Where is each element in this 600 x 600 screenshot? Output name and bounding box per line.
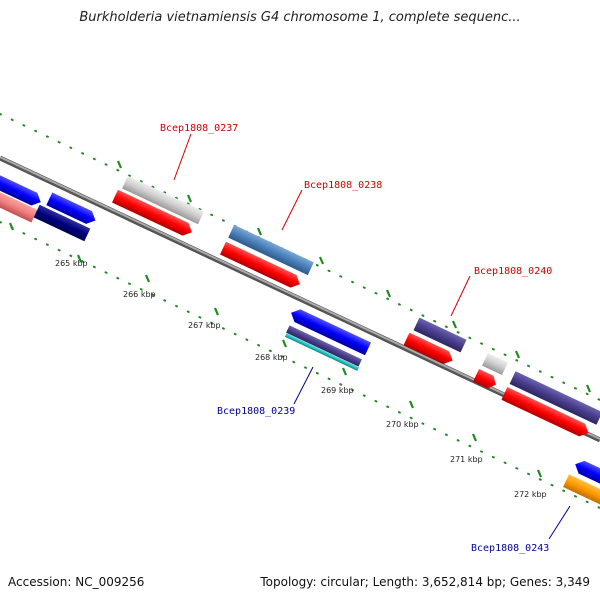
feature-0239-blue bbox=[291, 309, 371, 356]
features-right[interactable] bbox=[403, 317, 600, 510]
gene-label-0240[interactable]: Bcep1808_0240 bbox=[474, 266, 552, 277]
upper-major-ticks bbox=[116, 160, 592, 393]
kbp-label: 269 kbp bbox=[321, 386, 354, 395]
feature-red-small bbox=[473, 368, 496, 389]
kbp-label: 271 kbp bbox=[450, 455, 483, 464]
kbp-labels: 265 kbp 266 kbp 267 kbp 268 kbp 269 kbp … bbox=[55, 259, 547, 499]
feature-blue-left bbox=[0, 163, 41, 206]
map-title: Burkholderia vietnamiensis G4 chromosome… bbox=[79, 10, 521, 25]
gene-label-0239[interactable]: Bcep1808_0239 bbox=[217, 406, 295, 417]
feature-red-right bbox=[501, 387, 589, 437]
feature-0240-purple bbox=[413, 317, 467, 353]
chromosome-backbone bbox=[0, 155, 600, 443]
feature-purple-right bbox=[509, 371, 600, 425]
topology-summary: Topology: circular; Length: 3,652,814 bp… bbox=[260, 575, 590, 589]
kbp-label: 267 kbp bbox=[188, 321, 221, 330]
feature-blue-right bbox=[575, 460, 600, 494]
feature-0238-steel bbox=[228, 224, 314, 276]
gene-label-0237[interactable]: Bcep1808_0237 bbox=[160, 123, 238, 134]
feature-0239-cyan bbox=[284, 333, 360, 371]
feature-blue-small bbox=[46, 192, 96, 224]
feature-0238-red bbox=[220, 241, 300, 288]
kbp-label: 272 kbp bbox=[514, 490, 547, 499]
kbp-label: 266 kbp bbox=[123, 290, 156, 299]
feature-0237-red bbox=[112, 189, 192, 236]
feature-gray-small bbox=[482, 352, 508, 376]
label-leaders bbox=[173, 133, 571, 540]
gene-labels: Bcep1808_0237 Bcep1808_0238 Bcep1808_024… bbox=[160, 123, 552, 554]
feature-0237-gray bbox=[122, 175, 204, 225]
gene-label-0243[interactable]: Bcep1808_0243 bbox=[471, 543, 549, 554]
feature-pink-left bbox=[0, 180, 38, 223]
features-middle[interactable] bbox=[112, 175, 371, 371]
accession-text: Accession: NC_009256 bbox=[8, 575, 145, 589]
kbp-label: 268 kbp bbox=[255, 353, 288, 362]
kbp-label: 265 kbp bbox=[55, 259, 88, 268]
gene-label-0238[interactable]: Bcep1808_0238 bbox=[304, 180, 382, 191]
kbp-label: 270 kbp bbox=[386, 420, 419, 429]
lower-major-ticks bbox=[8, 222, 543, 478]
feature-navy-left bbox=[33, 204, 91, 242]
features-left[interactable] bbox=[0, 163, 98, 242]
feature-0240-red bbox=[403, 332, 453, 364]
feature-0243-orange bbox=[563, 474, 600, 510]
feature-0239-purple bbox=[286, 325, 362, 367]
